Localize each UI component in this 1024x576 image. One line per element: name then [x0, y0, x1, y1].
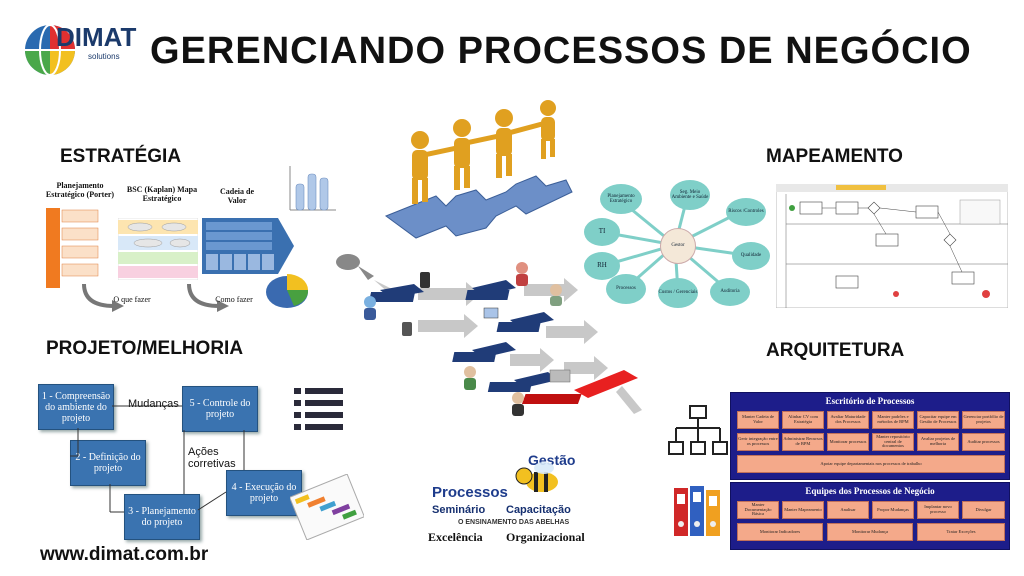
- section-arquitetura: ARQUITETURA: [766, 340, 905, 361]
- estrategia-graphic: Planejamento Estratégico (Porter) BSC (K…: [44, 181, 294, 312]
- bsc-map-diagram: [118, 218, 198, 280]
- dimat-logo: DIMAT solutions: [22, 22, 136, 78]
- panel-cell: Gerenciar portfólio de projetos: [962, 411, 1005, 429]
- stakeholder-bubble-diagram: Gestor Planejamento Estratégico Seg. Mei…: [580, 180, 770, 310]
- panel-cell: Monitorar Mudança: [827, 523, 913, 541]
- bpmn-map-screenshot: [776, 184, 1008, 308]
- panel-cell: Capacitar equipe em Gestão de Processos: [917, 411, 959, 429]
- gantt-chart-icon: [290, 474, 364, 540]
- logo-text: DIMAT: [56, 22, 137, 52]
- process-box-5: 5 - Controle do projeto: [182, 386, 258, 432]
- section-estrategia: ESTRATÉGIA: [60, 146, 182, 167]
- panel-cell: Tratar Exceções: [917, 523, 1005, 541]
- bubble-item: Riscos /Controles: [726, 198, 766, 226]
- panel-cell: Avaliar projetos de melhoria: [917, 433, 959, 451]
- bubble-item: TI: [584, 218, 620, 246]
- logo-organizacional-text: Organizacional: [506, 530, 585, 544]
- binders-icon: [674, 486, 720, 536]
- porter-diagram: [46, 208, 99, 288]
- panel-cell: Monitorar processos: [827, 433, 869, 451]
- arrow-label-como-fazer: Como fazer: [215, 295, 253, 304]
- escritorio-processos-panel: Escritório de Processos Manter Cadeia de…: [730, 392, 1010, 480]
- panel-cell: Manter repositório central de documentos: [872, 433, 914, 451]
- panel-cell: Propor Mudanças: [872, 501, 914, 519]
- panel-cell: Administrar Recursos de BPM: [782, 433, 824, 451]
- panel-cell: Monitorar Indicadores: [737, 523, 823, 541]
- bar-chart-icon: [289, 166, 336, 211]
- panel-cell: Implantar novo processo: [917, 501, 959, 519]
- bubble-item: Processos: [606, 274, 646, 304]
- logo-tagline: O ENSINAMENTO DAS ABELHAS: [458, 519, 570, 526]
- bubble-center: Gestor: [660, 228, 696, 264]
- estrategia-col3-label: Cadeia de Valor: [220, 187, 254, 205]
- panel-title: Equipes dos Processos de Negócio: [805, 486, 935, 496]
- process-box-1: 1 - Compreensão do ambiente do projeto: [38, 384, 114, 430]
- teamwork-puzzle-image: [384, 100, 573, 239]
- bubble-item: Planejamento Estratégico: [600, 184, 642, 214]
- panel-cell: Avaliar Maturidade dos Processos: [827, 411, 869, 429]
- panel-cell: Manter Cadeia de Valor: [737, 411, 779, 429]
- label-acoes-corretivas: Ações corretivas: [188, 446, 236, 470]
- logo-excelencia-text: Excelência: [428, 530, 483, 544]
- list-icon: [294, 388, 343, 430]
- bubble-item: Custos / Gerenciais: [658, 278, 698, 308]
- panel-title: Escritório de Processos: [825, 396, 915, 406]
- label-mudancas: Mudanças: [128, 398, 179, 410]
- panel-cell: Manter padrões e métodos de BPM: [872, 411, 914, 429]
- logo-seminario-text: Seminário: [432, 504, 486, 516]
- process-box-2: 2 - Definição do projeto: [70, 440, 146, 486]
- equipes-processos-panel: Equipes dos Processos de Negócio Manter …: [730, 482, 1010, 550]
- pie-chart-icon: [266, 274, 309, 308]
- panel-cell: Alinhar CV com Estratégia: [782, 411, 824, 429]
- panel-cell: Analisar: [827, 501, 869, 519]
- red-output-arrow: [574, 370, 638, 398]
- estrategia-col1-label: Planejamento Estratégico (Porter): [45, 181, 115, 199]
- globe-icon: [25, 24, 75, 76]
- bee-icon: [515, 462, 558, 492]
- panel-cell: Manter Mapeamento: [782, 501, 824, 519]
- panel-footer-cell: Apoiar equipe departamentais nos process…: [737, 455, 1005, 473]
- bubble-item: RH: [584, 252, 620, 280]
- page-title: GERENCIANDO PROCESSOS DE NEGÓCIO: [150, 30, 972, 72]
- gestao-processos-logo: Gestão Processos Seminário Capacitação O…: [428, 452, 608, 548]
- panel-cell: Divulgar: [962, 501, 1005, 519]
- process-connectors: [70, 405, 245, 513]
- arrow-label-o-que-fazer: O que fazer: [113, 295, 151, 304]
- section-mapeamento: MAPEAMENTO: [766, 146, 903, 167]
- process-flow-diagram: [336, 254, 642, 416]
- panel-cell: Manter Documentação Básica: [737, 501, 779, 519]
- estrategia-col2-label: BSC (Kaplan) Mapa Estratégico: [126, 185, 198, 203]
- bubble-item: Auditoria: [710, 278, 750, 306]
- bubble-item: Qualidade: [732, 242, 770, 270]
- panel-cell: Auditar processos: [962, 433, 1005, 451]
- logo-subtitle: solutions: [88, 52, 120, 61]
- bubble-item: Seg. Meio Ambiente e Saúde: [670, 180, 710, 210]
- org-chart-icon: [668, 405, 728, 455]
- curved-arrows: [82, 283, 229, 312]
- panel-cell: Gerir integração entre os processos: [737, 433, 779, 451]
- website-url: www.dimat.com.br: [40, 544, 209, 565]
- logo-processos-text: Processos: [432, 484, 508, 501]
- logo-capacitacao-text: Capacitação: [506, 504, 571, 516]
- process-box-3: 3 - Planejamento do projeto: [124, 494, 200, 540]
- cadeia-valor-diagram: [202, 218, 294, 274]
- section-projeto: PROJETO/MELHORIA: [46, 338, 244, 359]
